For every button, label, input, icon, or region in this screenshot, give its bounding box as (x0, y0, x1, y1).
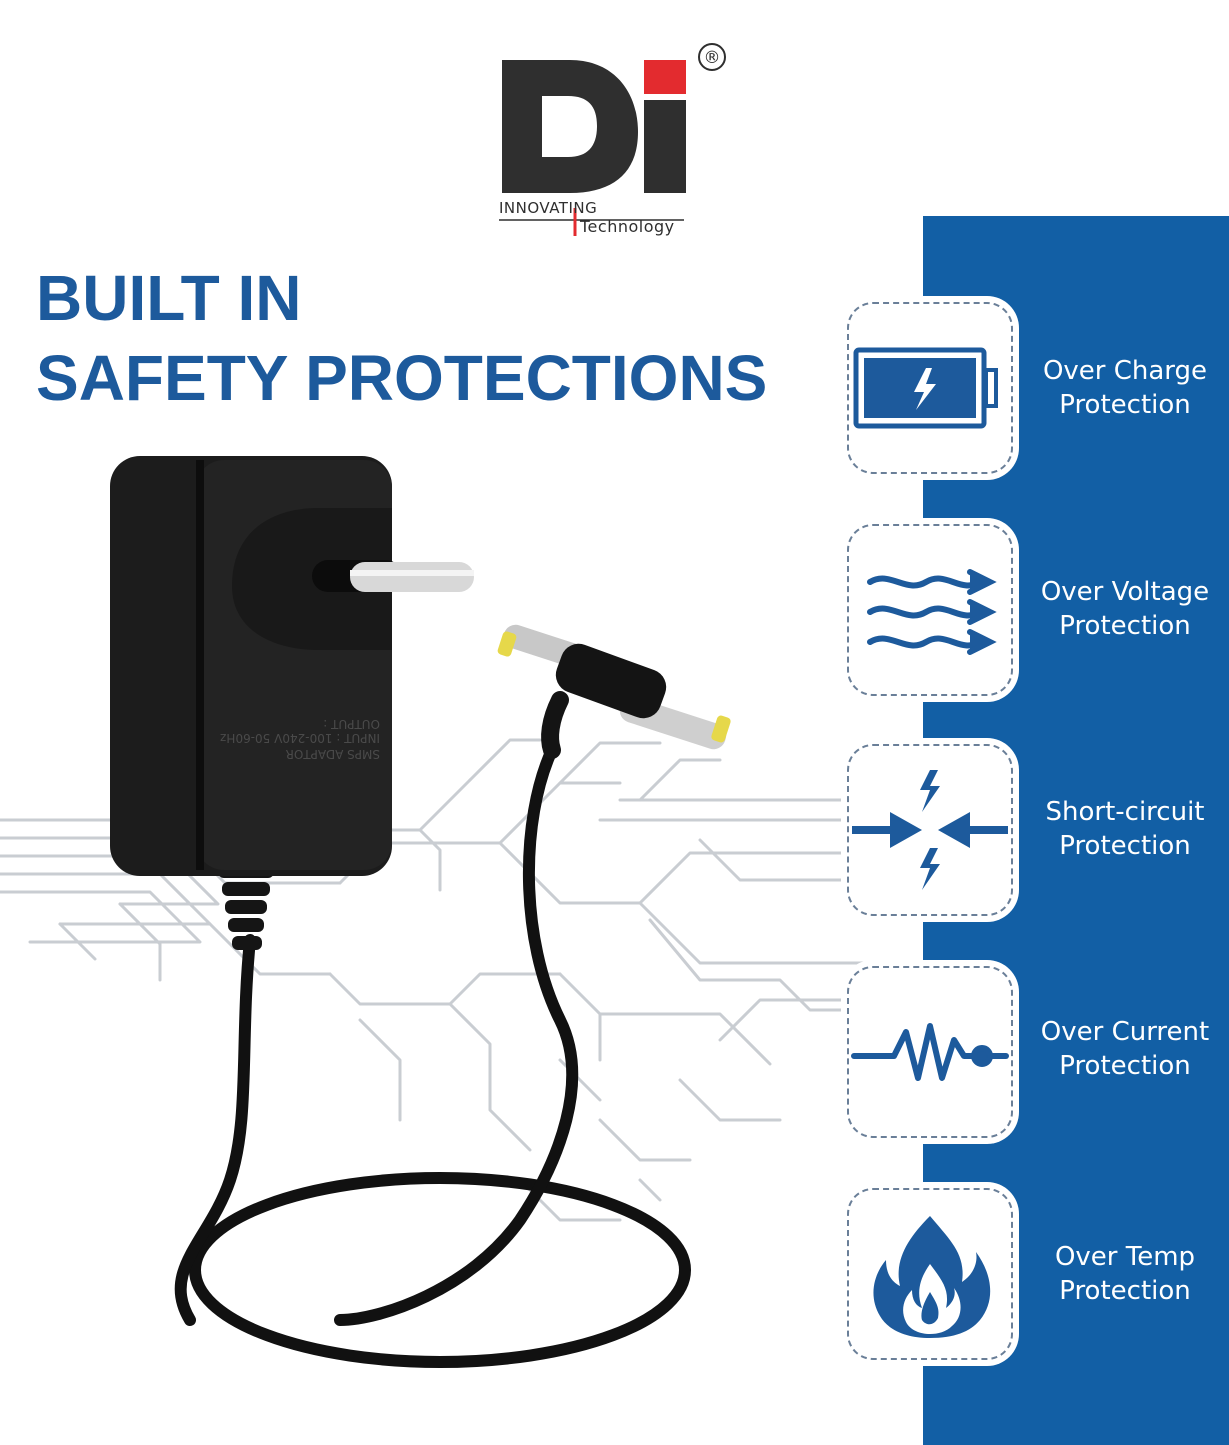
flame-icon (873, 1216, 991, 1338)
feature-card-short-circuit (843, 740, 1017, 920)
short-circuit-icon (852, 770, 1008, 890)
title-line-2: SAFETY PROTECTIONS (36, 342, 768, 414)
dc-connector (497, 624, 731, 759)
feature-card-over-temp (843, 1184, 1017, 1364)
adapter-label-line-3: OUTPUT : (323, 717, 380, 731)
adapter-label: SMPS ADAPTOR INPUT : 100-240V 50-60Hz OU… (220, 717, 380, 761)
current-pulse-icon (851, 1023, 1009, 1081)
title-line-1: BUILT IN (36, 262, 302, 334)
feature-card-over-charge (843, 298, 1017, 478)
cable-coil (174, 744, 691, 1368)
product-illustration: SMPS ADAPTOR INPUT : 100-240V 50-60Hz OU… (0, 456, 920, 1368)
voltage-waves-icon (867, 569, 997, 655)
adapter-label-line-1: SMPS ADAPTOR (286, 747, 380, 761)
adapter-label-line-2: INPUT : 100-240V 50-60Hz (220, 731, 380, 745)
registered-mark-icon: ® (697, 42, 727, 72)
feature-card-over-voltage (843, 520, 1017, 700)
feature-card-over-current (843, 962, 1017, 1142)
page-title: BUILT IN SAFETY PROTECTIONS (36, 258, 767, 418)
logo-tagline-technology: Technology (580, 217, 675, 236)
logo-tagline-innovating: INNOVATING (499, 199, 598, 217)
battery-charge-icon (853, 347, 998, 429)
brand-logo (496, 40, 736, 245)
svg-text:®: ® (704, 48, 721, 68)
adapter-body (110, 456, 474, 876)
logo-mark (499, 60, 686, 236)
